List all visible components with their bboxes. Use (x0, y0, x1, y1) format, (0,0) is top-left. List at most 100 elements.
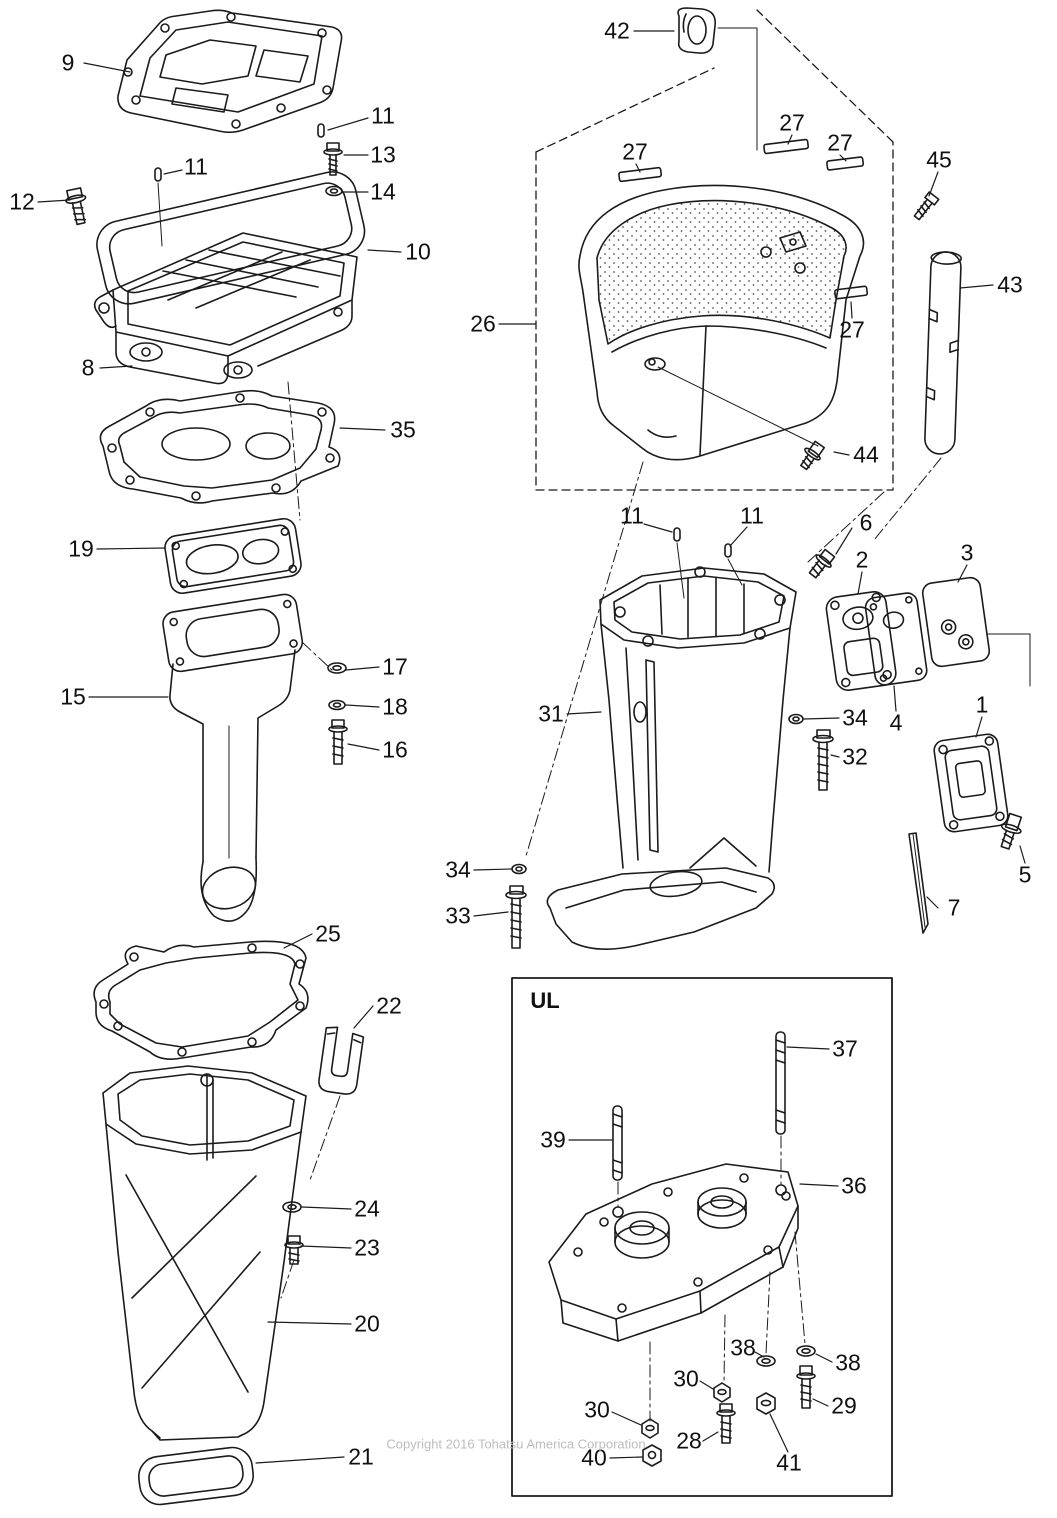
part-25-gasket-drawing (93, 940, 309, 1060)
part-43-tube-drawing (924, 251, 963, 455)
callout-22: 22 (376, 992, 402, 1019)
callout-38-a: 38 (730, 1334, 756, 1361)
callout-29: 29 (831, 1392, 857, 1419)
bolt-6-drawing (808, 548, 836, 579)
callout-41: 41 (776, 1449, 802, 1476)
part-1-plate-drawing (933, 733, 1009, 833)
stud-39-drawing (612, 1105, 623, 1181)
bolt-23-drawing (284, 1235, 304, 1265)
nut-30-upper-drawing (713, 1382, 731, 1403)
callout-45: 45 (926, 146, 952, 173)
part-42-grommet-drawing (677, 7, 717, 54)
callout-1: 1 (975, 691, 989, 718)
callout-26: 26 (470, 310, 496, 337)
part-2-bracket-drawing (825, 591, 897, 691)
callout-7: 7 (947, 894, 961, 921)
callout-33: 33 (445, 902, 471, 929)
bolt-16-drawing (328, 719, 348, 765)
bolt-32-drawing (812, 729, 834, 791)
dashed-box-26 (535, 9, 894, 491)
bolt-44-drawing (800, 440, 826, 471)
callout-20: 20 (354, 1310, 380, 1337)
ul-section-box (511, 977, 893, 1497)
callout-30-b: 30 (584, 1396, 610, 1423)
callout-25: 25 (315, 920, 341, 947)
bolt-44-leader-long (657, 366, 819, 447)
callout-11-a: 11 (371, 102, 395, 129)
part-31-housing-drawing (546, 566, 797, 950)
copyright-text: Copyright 2016 Tohatsu America Corporati… (386, 1436, 646, 1452)
callout-17: 17 (382, 653, 408, 680)
callout-39: 39 (540, 1126, 566, 1153)
callout-34-b: 34 (445, 856, 471, 883)
part-26-cover-drawing (578, 184, 865, 461)
pin-11-top-drawing (317, 123, 325, 138)
callout-34-a: 34 (842, 704, 868, 731)
callout-40: 40 (581, 1444, 607, 1471)
construction-lines (280, 381, 942, 1422)
nut-40-drawing (642, 1444, 662, 1467)
part-22-clip-drawing (318, 1026, 365, 1095)
leader-lines (37, 30, 1026, 1464)
part-9-gasket-drawing (117, 9, 343, 134)
callout-27-c: 27 (827, 129, 853, 156)
part-15-muffler-drawing (162, 593, 304, 922)
part-36-base-drawing (548, 1163, 799, 1342)
callout-21: 21 (348, 1443, 374, 1470)
callout-38-b: 38 (835, 1349, 861, 1376)
callout-37: 37 (832, 1035, 858, 1062)
callout-28: 28 (676, 1427, 702, 1454)
callout-11-c: 11 (620, 502, 644, 529)
callout-11-d: 11 (740, 502, 764, 529)
part-3-bracket-line (987, 633, 1031, 687)
pin-7-drawing (908, 832, 929, 934)
callout-10: 10 (405, 238, 431, 265)
ul-section-label: UL (530, 988, 560, 1013)
callout-35: 35 (390, 416, 416, 443)
washer-38-right-drawing (796, 1345, 816, 1357)
part-8-adapter-drawing (93, 232, 358, 385)
nut-41-drawing (756, 1392, 776, 1415)
callout-30-a: 30 (673, 1365, 699, 1392)
callout-36: 36 (841, 1172, 867, 1199)
part-21-gasket-drawing (137, 1446, 255, 1506)
washer-17-drawing (327, 662, 347, 674)
callout-16: 16 (382, 736, 408, 763)
part-20-housing-drawing (102, 1065, 307, 1441)
pin-11-left-drawing (154, 167, 163, 247)
callout-27-d: 27 (839, 316, 865, 343)
nut-30-lower-drawing (641, 1418, 659, 1439)
bolt-29-drawing (796, 1365, 816, 1409)
callout-5: 5 (1018, 861, 1032, 888)
callout-44: 44 (853, 441, 879, 468)
callout-27-a: 27 (622, 138, 648, 165)
bolt-12-drawing (65, 187, 87, 226)
bolt-28-drawing (716, 1403, 736, 1444)
callout-19: 19 (68, 535, 94, 562)
stud-37-drawing (775, 1031, 786, 1135)
callout-13: 13 (370, 141, 396, 168)
callout-15: 15 (60, 683, 86, 710)
callout-8: 8 (81, 354, 95, 381)
callout-23: 23 (354, 1234, 380, 1261)
callout-31: 31 (538, 700, 564, 727)
bolt-13-drawing (323, 142, 343, 176)
washer-34-right-drawing (788, 713, 804, 725)
callout-9: 9 (61, 49, 75, 76)
part-4-gasket-drawing (864, 592, 928, 686)
callout-43: 43 (997, 271, 1023, 298)
callout-12: 12 (9, 188, 35, 215)
callout-27-b: 27 (779, 109, 805, 136)
callout-4: 4 (889, 709, 903, 736)
callout-6: 6 (859, 509, 873, 536)
part-10-gasket-ring-drawing (96, 171, 366, 305)
callout-18: 18 (382, 693, 408, 720)
callout-42: 42 (604, 17, 630, 44)
part-19-gasket-drawing (164, 517, 302, 595)
part-3-cover-drawing (921, 576, 991, 668)
washer-18-drawing (328, 699, 346, 711)
callout-11-b: 11 (184, 153, 208, 180)
callout-32: 32 (842, 743, 868, 770)
